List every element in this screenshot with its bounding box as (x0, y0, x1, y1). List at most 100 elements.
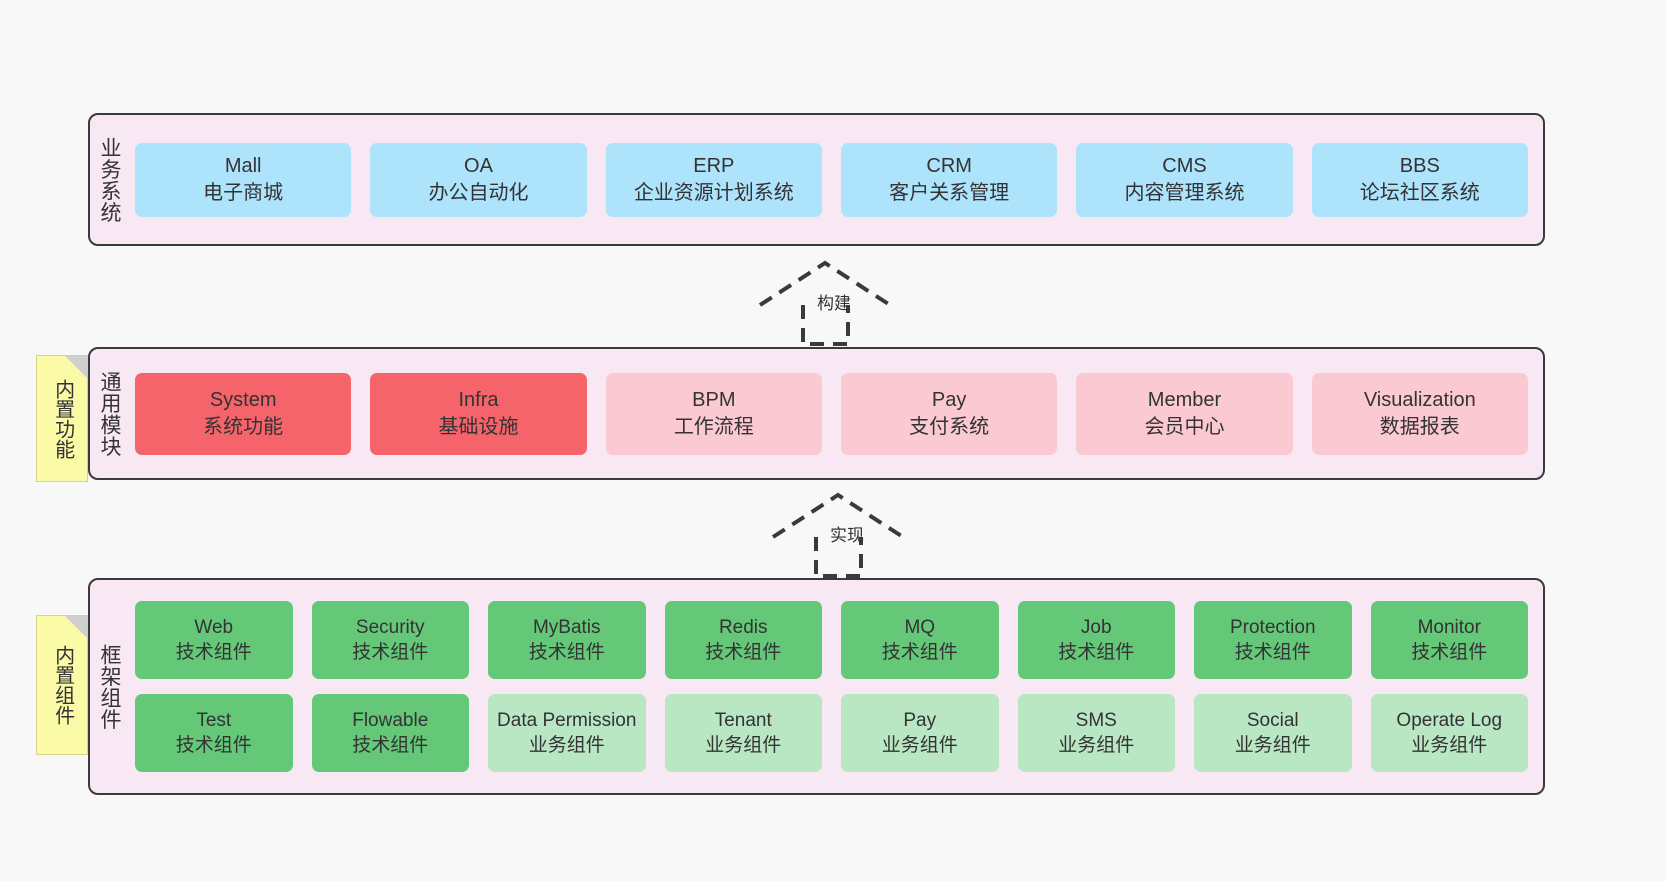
card-cms[interactable]: CMS 内容管理系统 (1076, 142, 1293, 217)
card-subtitle: 电子商城 (203, 181, 284, 204)
layer-title-framework: 框架组件 (97, 643, 121, 730)
card-redis[interactable]: Redis 技术组件 (664, 601, 822, 679)
card-title: Protection (1229, 616, 1316, 638)
card-test[interactable]: Test 技术组件 (135, 694, 293, 772)
card-title: Member (1147, 389, 1222, 412)
note-label: 内置功能 (51, 378, 74, 459)
card-mall[interactable]: Mall 电子商城 (135, 142, 352, 217)
card-title: CRM (926, 155, 972, 178)
layer-common-module: 通用模块 System 系统功能 Infra 基础设施 BPM 工作流程 Pay… (88, 347, 1545, 480)
card-row: Mall 电子商城 OA 办公自动化 ERP 企业资源计划系统 CRM 客户关系… (135, 142, 1528, 217)
card-mybatis[interactable]: MyBatis 技术组件 (488, 601, 646, 679)
card-subtitle: 工作流程 (673, 415, 754, 438)
card-security[interactable]: Security 技术组件 (311, 601, 469, 679)
note-fold-corner-icon (65, 616, 87, 638)
note-label: 内置组件 (51, 645, 74, 725)
card-subtitle: 技术组件 (352, 642, 429, 663)
card-erp[interactable]: ERP 企业资源计划系统 (605, 142, 822, 217)
card-social[interactable]: Social 业务组件 (1194, 694, 1352, 772)
card-subtitle: 系统功能 (203, 415, 284, 438)
card-title: CMS (1162, 155, 1207, 178)
layer-body-business: Mall 电子商城 OA 办公自动化 ERP 企业资源计划系统 CRM 客户关系… (128, 115, 1543, 244)
card-title: BPM (692, 389, 736, 412)
card-subtitle: 会员中心 (1144, 415, 1225, 438)
card-subtitle: 技术组件 (352, 735, 429, 756)
card-title: MQ (904, 616, 936, 638)
card-row: System 系统功能 Infra 基础设施 BPM 工作流程 Pay 支付系统… (135, 372, 1528, 455)
card-subtitle: 业务组件 (528, 735, 605, 756)
card-title: Test (196, 709, 232, 731)
card-protection[interactable]: Protection 技术组件 (1194, 601, 1352, 679)
card-title: Visualization (1363, 389, 1476, 412)
arrow-shaft-dashed (814, 537, 863, 578)
card-visualization[interactable]: Visualization 数据报表 (1311, 372, 1528, 455)
card-bbs[interactable]: BBS 论坛社区系统 (1311, 142, 1528, 217)
card-pay[interactable]: Pay 支付系统 (840, 372, 1058, 455)
card-job[interactable]: Job 技术组件 (1017, 601, 1175, 679)
card-subtitle: 支付系统 (909, 415, 990, 438)
arrowhead-dashed-chevron (771, 492, 905, 539)
layer-title-common: 通用模块 (97, 370, 121, 457)
note-builtin-function: 内置功能 (36, 355, 88, 482)
card-subtitle: 企业资源计划系统 (633, 181, 794, 204)
card-subtitle: 技术组件 (175, 642, 252, 663)
card-subtitle: 客户关系管理 (889, 181, 1010, 204)
connector-label-build: 构建 (817, 294, 851, 313)
card-infra[interactable]: Infra 基础设施 (370, 372, 587, 455)
card-subtitle: 技术组件 (528, 642, 605, 663)
card-title: OA (464, 155, 493, 178)
card-title: Pay (903, 709, 937, 731)
layer-business-system: 业务系统 Mall 电子商城 OA 办公自动化 ERP 企业资源计划系统 CRM… (88, 113, 1545, 246)
card-title: Pay (931, 389, 967, 412)
card-member[interactable]: Member 会员中心 (1076, 372, 1293, 455)
card-title: BBS (1399, 155, 1440, 178)
card-data-permission[interactable]: Data Permission 业务组件 (488, 694, 646, 772)
layer-body-common: System 系统功能 Infra 基础设施 BPM 工作流程 Pay 支付系统… (128, 349, 1543, 478)
card-title: Monitor (1417, 616, 1481, 638)
layer-body-framework: Web 技术组件 Security 技术组件 MyBatis 技术组件 Redi… (128, 580, 1543, 793)
connector-label-implement: 实现 (830, 526, 864, 545)
card-mq[interactable]: MQ 技术组件 (841, 601, 999, 679)
card-subtitle: 业务组件 (881, 735, 958, 756)
card-subtitle: 论坛社区系统 (1359, 181, 1480, 204)
card-title: Job (1080, 616, 1112, 638)
card-title: Social (1246, 709, 1299, 731)
card-subtitle: 技术组件 (1411, 642, 1488, 663)
card-crm[interactable]: CRM 客户关系管理 (840, 142, 1058, 217)
card-title: ERP (693, 155, 735, 178)
card-title: Infra (458, 389, 499, 412)
card-tenant[interactable]: Tenant 业务组件 (664, 694, 822, 772)
card-oa[interactable]: OA 办公自动化 (370, 142, 587, 217)
layer-title-business: 业务系统 (97, 136, 121, 223)
card-title: Operate Log (1396, 709, 1503, 731)
card-web[interactable]: Web 技术组件 (135, 601, 293, 679)
card-flowable[interactable]: Flowable 技术组件 (311, 694, 469, 772)
note-builtin-component: 内置组件 (36, 615, 88, 755)
card-subtitle: 业务组件 (705, 735, 782, 756)
card-subtitle: 业务组件 (1234, 735, 1311, 756)
card-bpm[interactable]: BPM 工作流程 (605, 372, 822, 455)
card-subtitle: 技术组件 (881, 642, 958, 663)
card-title: Tenant (714, 709, 772, 731)
card-monitor[interactable]: Monitor 技术组件 (1370, 601, 1528, 679)
card-subtitle: 业务组件 (1411, 735, 1488, 756)
card-title: MyBatis (532, 616, 601, 638)
card-sms[interactable]: SMS 业务组件 (1017, 694, 1175, 772)
connector-implement: 实现 (768, 490, 928, 578)
card-system[interactable]: System 系统功能 (135, 372, 352, 455)
card-subtitle: 办公自动化 (428, 181, 529, 204)
card-title: Web (194, 616, 234, 638)
card-operate-log[interactable]: Operate Log 业务组件 (1370, 694, 1528, 772)
card-row: Web 技术组件 Security 技术组件 MyBatis 技术组件 Redi… (135, 601, 1528, 679)
card-title: Flowable (352, 709, 429, 731)
card-title: Data Permission (497, 709, 637, 731)
card-title: Mall (224, 155, 262, 178)
card-subtitle: 技术组件 (705, 642, 782, 663)
card-subtitle: 内容管理系统 (1124, 181, 1245, 204)
card-pay-business[interactable]: Pay 业务组件 (841, 694, 999, 772)
card-subtitle: 数据报表 (1379, 415, 1460, 438)
card-title: SMS (1075, 709, 1117, 731)
card-subtitle: 技术组件 (1058, 642, 1135, 663)
card-title: Redis (718, 616, 768, 638)
